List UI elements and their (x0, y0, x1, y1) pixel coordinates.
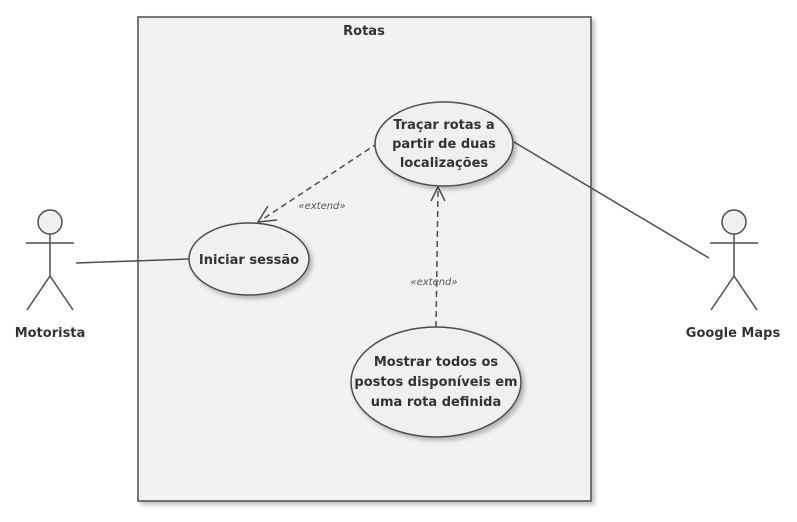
usecase-mostrar-postos-line-3: uma rota definida (371, 395, 502, 410)
actor-google-maps-label: Google Maps (686, 326, 781, 341)
usecase-tracar-rotas-line-2: partir de duas (392, 137, 496, 152)
usecase-mostrar-postos[interactable]: Mostrar todos os postos disponíveis em u… (350, 326, 522, 438)
stick-figure-icon (710, 209, 758, 311)
usecase-iniciar-sessao-label: Iniciar sessão (199, 253, 299, 268)
extend-label-2: «extend» (410, 277, 457, 288)
association-google-maps-tracar-rotas (513, 141, 710, 259)
extend-arrowhead-2 (430, 185, 446, 202)
usecase-iniciar-sessao[interactable]: Iniciar sessão (188, 222, 310, 296)
system-title: Rotas (343, 24, 385, 39)
stick-figure-icon (26, 209, 74, 311)
actor-motorista[interactable]: Motorista (15, 209, 86, 341)
extend-relation-2: «extend» (410, 185, 458, 328)
extend-label-1: «extend» (298, 201, 345, 212)
extend-relation-1: «extend» (256, 142, 379, 223)
usecase-tracar-rotas-line-1: Traçar rotas a (393, 118, 494, 133)
usecase-mostrar-postos-line-1: Mostrar todos os (374, 355, 499, 370)
usecase-mostrar-postos-line-2: postos disponíveis em (354, 375, 517, 390)
usecase-tracar-rotas-line-3: localizações (400, 156, 489, 171)
actor-google-maps[interactable]: Google Maps (686, 209, 781, 341)
extend-arrowhead-1 (256, 205, 278, 223)
usecase-tracar-rotas[interactable]: Traçar rotas a partir de duas localizaçõ… (374, 101, 514, 187)
association-motorista-iniciar-sessao (75, 258, 190, 264)
actor-motorista-label: Motorista (15, 326, 86, 341)
